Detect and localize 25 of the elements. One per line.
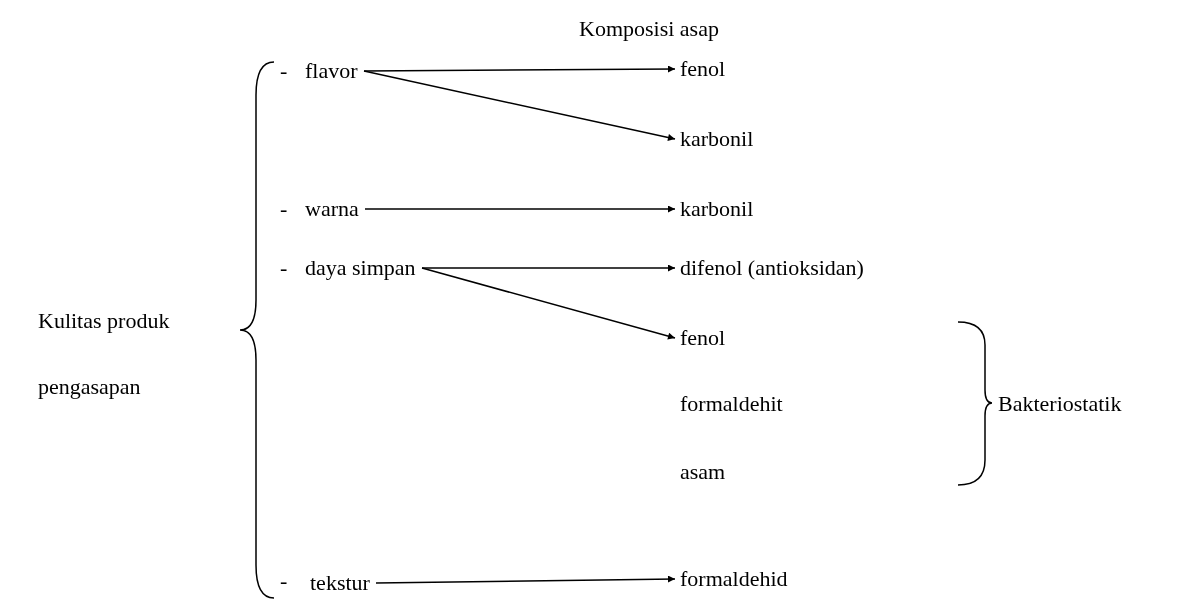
- dash: -: [280, 196, 288, 222]
- arrow: [363, 65, 676, 73]
- dash: -: [280, 568, 288, 594]
- node-text: tekstur: [310, 570, 370, 596]
- node-text: formaldehid: [680, 566, 788, 592]
- group-label: Bakteriostatik: [998, 391, 1122, 417]
- group-label: Kulitas produk pengasapan: [38, 307, 171, 401]
- node-text: daya simpan: [305, 255, 416, 281]
- arrow: [375, 575, 676, 584]
- node-text: karbonil: [680, 196, 754, 222]
- heading: Komposisi asap: [579, 16, 719, 42]
- list-item: formaldehit: [680, 391, 783, 417]
- dash: -: [280, 58, 288, 84]
- arrow: [363, 70, 676, 141]
- arrow: [364, 205, 676, 213]
- dash: -: [280, 255, 288, 281]
- node-text: fenol: [680, 325, 726, 351]
- node-text: difenol (antioksidan): [680, 255, 864, 281]
- arrow: [421, 267, 676, 340]
- node-text: warna: [305, 196, 359, 222]
- node-text: fenol: [680, 56, 726, 82]
- node-text: flavor: [305, 58, 358, 84]
- list-item: asam: [680, 459, 726, 485]
- node-text: karbonil: [680, 126, 754, 152]
- arrow: [421, 264, 676, 272]
